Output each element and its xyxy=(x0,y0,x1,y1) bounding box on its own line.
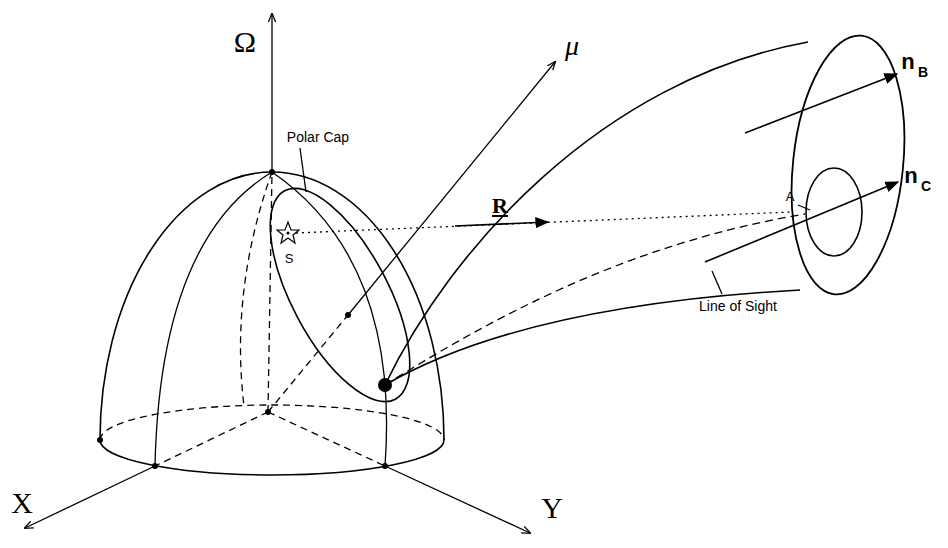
meridian xyxy=(272,172,387,466)
axis-label: μ xyxy=(565,32,579,60)
emission-region xyxy=(806,168,862,256)
vector-label: n xyxy=(904,165,917,187)
axis-label: Ω xyxy=(234,27,256,57)
star-symbol xyxy=(277,222,299,243)
nb-vector xyxy=(745,74,897,133)
vector-label: R xyxy=(492,195,508,217)
star-center xyxy=(287,232,290,235)
rotation-axis-hidden xyxy=(268,172,272,412)
equator-back xyxy=(100,405,444,440)
y-axis-hidden xyxy=(268,412,385,466)
leader-line xyxy=(300,148,306,192)
y-axis xyxy=(385,466,530,533)
beam-cross-section xyxy=(780,30,917,300)
point-label: S xyxy=(285,252,294,265)
r-arrow xyxy=(455,222,548,226)
point xyxy=(97,437,103,443)
vector-subscript: C xyxy=(921,179,931,193)
leader-line xyxy=(712,271,722,294)
x-axis xyxy=(25,466,155,528)
field-line-dashed xyxy=(385,214,805,385)
point xyxy=(345,312,351,318)
field-line xyxy=(385,290,800,385)
rotation-axis xyxy=(271,14,272,172)
x-axis-hidden xyxy=(155,412,268,466)
point xyxy=(152,463,158,469)
point-label: A xyxy=(786,190,795,203)
nc-vector xyxy=(705,182,898,262)
part-label: Polar Cap xyxy=(287,130,349,144)
direction-line xyxy=(296,212,792,233)
meridian-back xyxy=(241,172,273,406)
part-label: Line of Sight xyxy=(699,299,777,313)
vector-subscript: B xyxy=(918,65,928,79)
meridian xyxy=(155,172,272,466)
point xyxy=(382,463,388,469)
emission-point xyxy=(378,378,392,392)
point xyxy=(265,409,271,415)
axis-label: Y xyxy=(541,493,563,523)
axis-label: X xyxy=(11,488,33,518)
point xyxy=(269,169,275,175)
polar-cap xyxy=(242,168,438,421)
a-pointer xyxy=(798,205,810,210)
magnetic-axis-hidden xyxy=(268,315,348,412)
field-line xyxy=(385,42,808,385)
vector-label: n xyxy=(901,51,914,73)
